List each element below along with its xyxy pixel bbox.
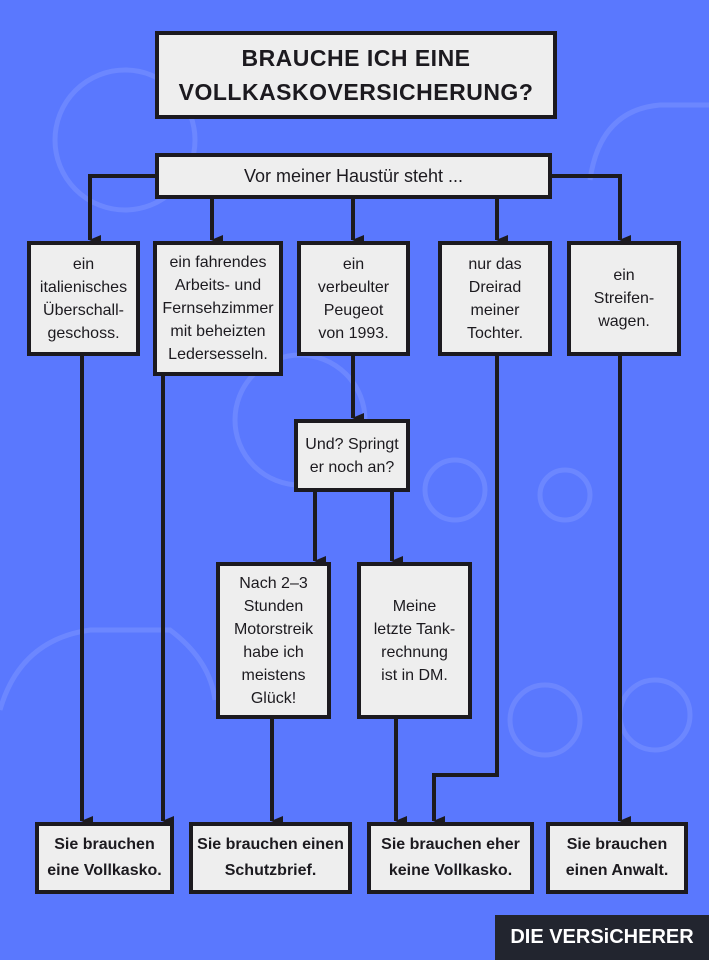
wheel-icon bbox=[52, 67, 198, 213]
option-box-1: ein italienisches Überschall- geschoss. bbox=[27, 241, 140, 356]
car-icon bbox=[587, 102, 709, 181]
result-box-2: Sie brauchen einen Schutzbrief. bbox=[189, 822, 352, 894]
handcuffs-icon bbox=[617, 677, 693, 753]
main-question: Vor meiner Haustür steht ... bbox=[155, 153, 552, 199]
sub-option-box-2: Meine letzte Tank- rechnung ist in DM. bbox=[357, 562, 472, 719]
result-box-3: Sie brauchen eher keine Vollkasko. bbox=[367, 822, 534, 894]
result-box-4: Sie brauchen einen Anwalt. bbox=[546, 822, 688, 894]
tricycle-icon bbox=[422, 457, 488, 523]
arrow-option-4-to-result-3 bbox=[432, 355, 499, 826]
option-box-3: ein verbeulter Peugeot von 1993. bbox=[297, 241, 410, 356]
sub-question: Und? Springt er noch an? bbox=[294, 419, 410, 492]
arrow-to-option-1 bbox=[88, 174, 155, 245]
car-icon bbox=[0, 627, 218, 711]
tricycle-icon bbox=[537, 467, 593, 523]
option-box-5: ein Streifen- wagen. bbox=[567, 241, 681, 356]
brand-logo: DIE VERSiCHERER bbox=[495, 915, 709, 960]
option-box-2: ein fahrendes Arbeits- und Fernsehzimmer… bbox=[153, 241, 283, 376]
page-title: BRAUCHE ICH EINE VOLLKASKOVERSICHERUNG? bbox=[155, 31, 557, 119]
sub-option-box-1: Nach 2–3 Stunden Motorstreik habe ich me… bbox=[216, 562, 331, 719]
handcuffs-icon bbox=[507, 682, 583, 758]
arrow-to-option-5 bbox=[552, 174, 631, 245]
result-box-1: Sie brauchen eine Vollkasko. bbox=[35, 822, 174, 894]
option-box-4: nur das Dreirad meiner Tochter. bbox=[438, 241, 552, 356]
